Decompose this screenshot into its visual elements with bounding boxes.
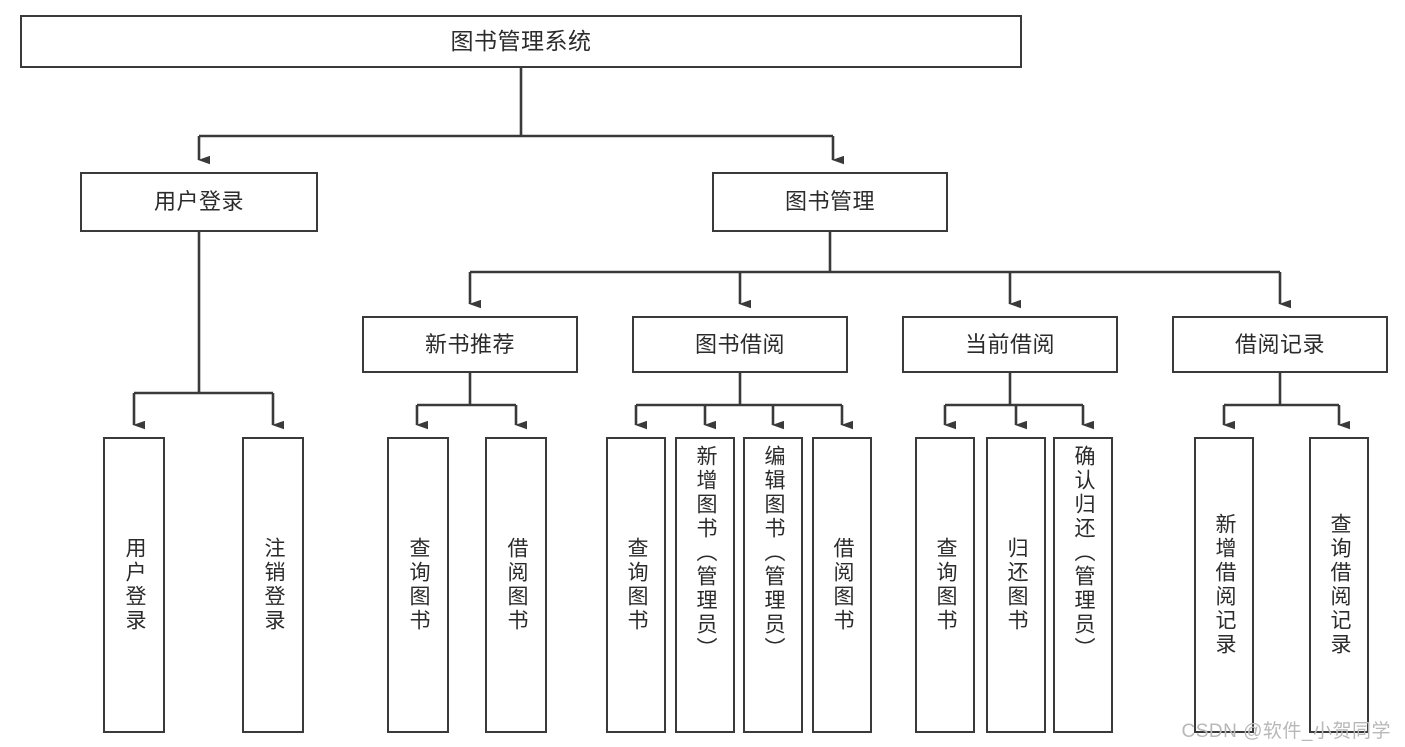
- node-label: 新增图书（管理员）: [694, 445, 718, 661]
- node-label: 归还图书: [1005, 537, 1029, 633]
- leaf-borrow-add-book-admin[interactable]: 新增图书（管理员）: [675, 437, 735, 733]
- node-label: 用户登录: [123, 537, 147, 633]
- node-label: 借阅图书: [505, 537, 529, 633]
- leaf-record-add-borrow-record[interactable]: 新增借阅记录: [1194, 437, 1254, 733]
- leaf-user-login-login[interactable]: 用户登录: [103, 437, 165, 733]
- node-label: 图书管理: [784, 189, 875, 215]
- node-label: 查询借阅记录: [1328, 513, 1352, 657]
- leaf-current-query-book[interactable]: 查询图书: [915, 437, 975, 733]
- node-label: 查询图书: [625, 537, 649, 633]
- node-user-login[interactable]: 用户登录: [80, 172, 318, 232]
- node-label: 用户登录: [153, 189, 244, 215]
- node-label: 注销登录: [262, 537, 286, 633]
- node-borrow-record[interactable]: 借阅记录: [1172, 316, 1388, 373]
- node-label: 图书管理系统: [450, 28, 592, 55]
- node-book-management[interactable]: 图书管理: [712, 172, 948, 232]
- leaf-recommend-borrow-book[interactable]: 借阅图书: [485, 437, 547, 733]
- leaf-current-confirm-return-admin[interactable]: 确认归还（管理员）: [1053, 437, 1113, 733]
- node-label: 图书借阅: [694, 331, 785, 357]
- leaf-recommend-query-book[interactable]: 查询图书: [387, 437, 449, 733]
- node-label: 借阅图书: [831, 537, 855, 633]
- node-root-system[interactable]: 图书管理系统: [20, 15, 1022, 68]
- node-new-book-recommend[interactable]: 新书推荐: [362, 316, 578, 373]
- leaf-borrow-edit-book-admin[interactable]: 编辑图书（管理员）: [743, 437, 803, 733]
- node-label: 新书推荐: [424, 331, 515, 357]
- watermark-label: CSDN @软件_小贺同学: [1181, 721, 1391, 742]
- leaf-current-return-book[interactable]: 归还图书: [986, 437, 1046, 733]
- leaf-user-login-logout[interactable]: 注销登录: [242, 437, 304, 733]
- node-label: 确认归还（管理员）: [1072, 445, 1096, 661]
- node-book-borrow[interactable]: 图书借阅: [632, 316, 848, 373]
- node-label: 编辑图书（管理员）: [762, 445, 786, 661]
- node-label: 借阅记录: [1234, 331, 1325, 357]
- node-label: 查询图书: [934, 537, 958, 633]
- node-label: 当前借阅: [964, 331, 1055, 357]
- leaf-borrow-borrow-book[interactable]: 借阅图书: [812, 437, 872, 733]
- leaf-record-query-borrow-record[interactable]: 查询借阅记录: [1309, 437, 1369, 733]
- node-label: 新增借阅记录: [1213, 513, 1237, 657]
- node-label: 查询图书: [407, 537, 431, 633]
- leaf-borrow-query-book[interactable]: 查询图书: [606, 437, 666, 733]
- node-current-borrow[interactable]: 当前借阅: [902, 316, 1118, 373]
